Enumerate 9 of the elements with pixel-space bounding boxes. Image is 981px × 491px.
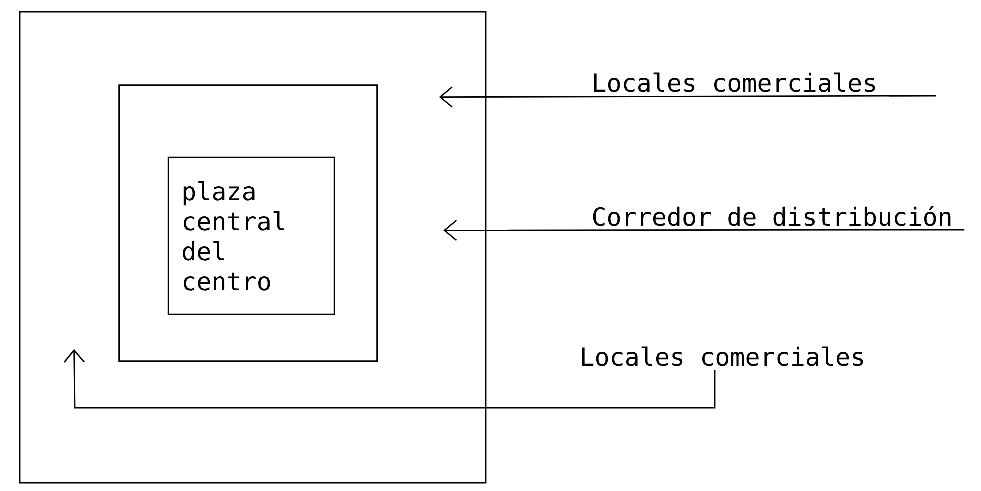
- label-text: Locales comerciales: [582, 346, 864, 366]
- frame-box: [19, 11, 487, 484]
- leader-line: [439, 86, 936, 108]
- label-box: plaza central del centro: [168, 156, 336, 316]
- label-text: Locales comerciales: [594, 72, 876, 92]
- label-text: Corredor de distribución: [593, 206, 951, 226]
- leader-line: [64, 349, 716, 409]
- frame-box: [118, 84, 378, 362]
- leader-line: [444, 220, 965, 242]
